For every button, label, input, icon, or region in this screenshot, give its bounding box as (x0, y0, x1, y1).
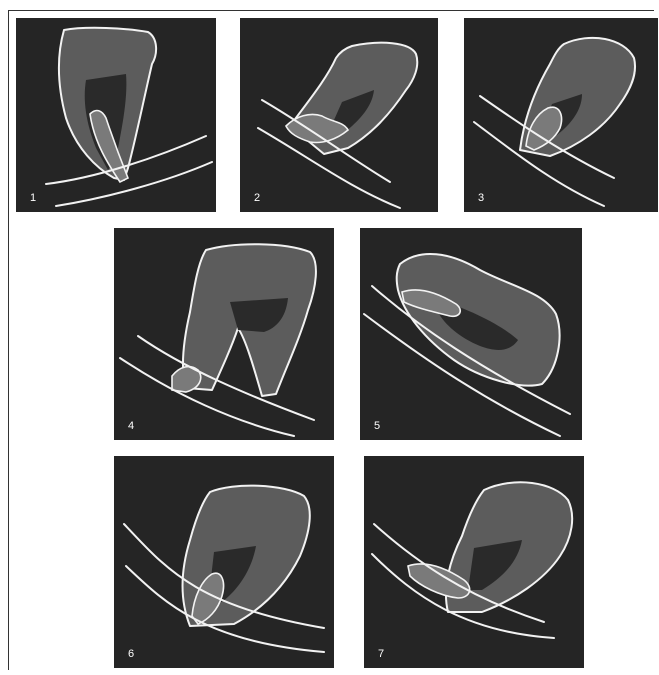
panel-label: 5 (374, 420, 380, 432)
panel-label: 3 (478, 192, 484, 204)
tooth-illustration-1 (16, 18, 216, 212)
panel-label: 4 (128, 420, 134, 432)
tooth-illustration-6 (114, 456, 334, 668)
panel-2: 2 (240, 18, 438, 212)
panel-1: 1 (16, 18, 216, 212)
tooth-illustration-7 (364, 456, 584, 668)
tooth-illustration-5 (360, 228, 582, 440)
panel-4: 4 (114, 228, 334, 440)
panel-3: 3 (464, 18, 658, 212)
panel-5: 5 (360, 228, 582, 440)
panel-label: 7 (378, 648, 384, 660)
panel-label: 2 (254, 192, 260, 204)
panel-label: 6 (128, 648, 134, 660)
tooth-illustration-2 (240, 18, 438, 212)
tooth-illustration-4 (114, 228, 334, 440)
panel-6: 6 (114, 456, 334, 668)
tooth-illustration-3 (464, 18, 658, 212)
panel-7: 7 (364, 456, 584, 668)
panel-label: 1 (30, 192, 36, 204)
